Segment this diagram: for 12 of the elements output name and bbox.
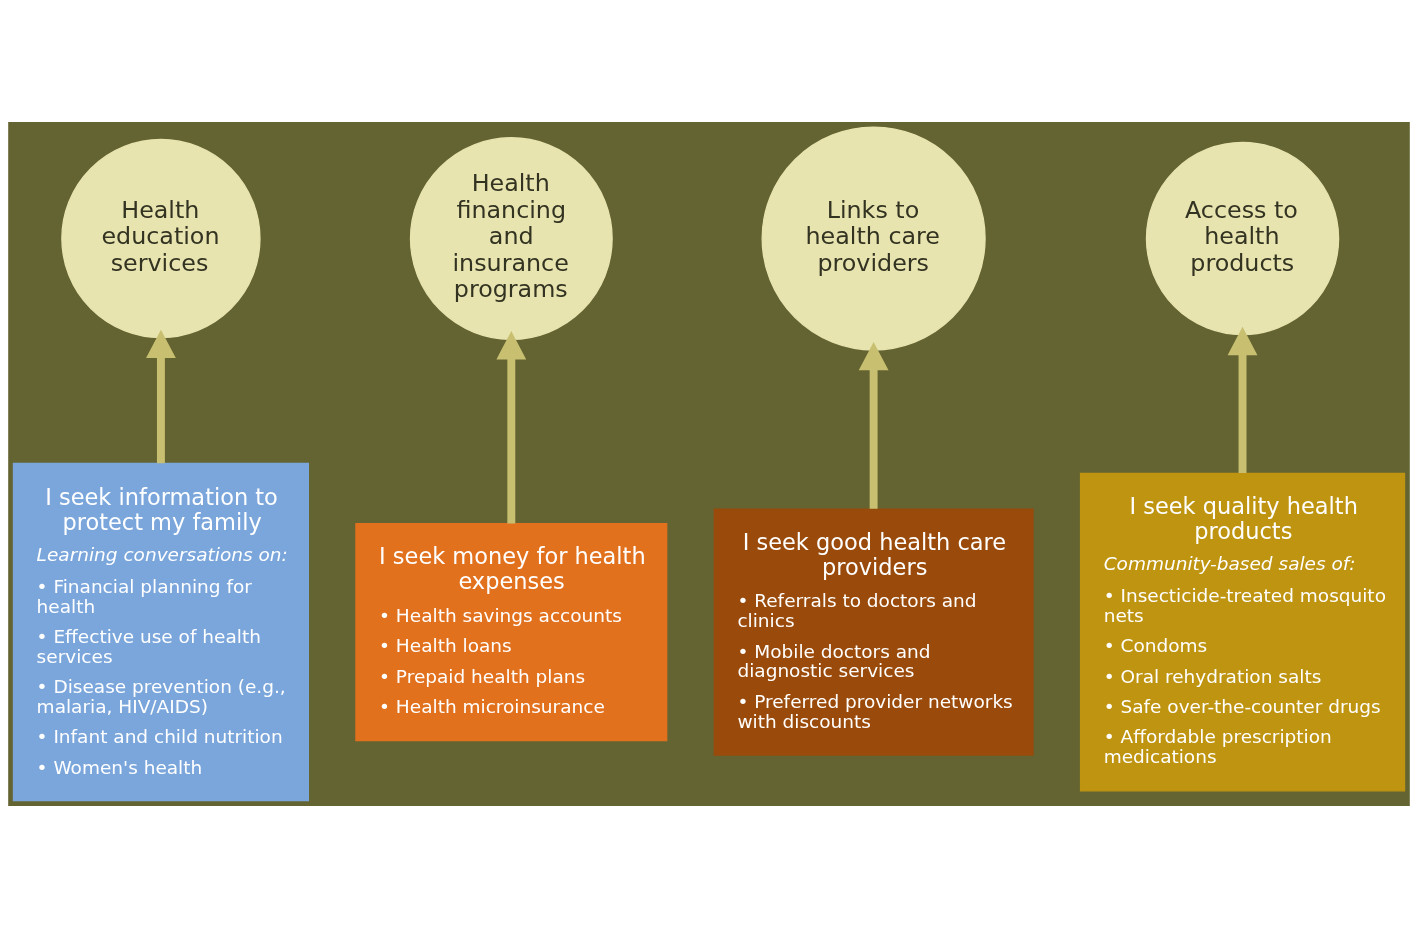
node-circle: Health education services	[61, 138, 261, 338]
node-box: I seek information to protect my family Learning conversations on: • Financial planning for health • Effective use of health services • Disease prevention (e.g., malaria, HIV/AIDS) • Infant and child nutrition • Women's health	[12, 462, 309, 801]
arrow	[146, 329, 176, 463]
node-box: I seek money for health expenses • Health savings accounts • Health loans • Prepaid health plans • Health microinsurance	[355, 522, 668, 741]
arrow	[1227, 326, 1258, 473]
node-circle: Access to health products	[1145, 141, 1340, 335]
node-box: I seek good health care providers • Referrals to doctors and clinics • Mobile doctors and diagnostic services • Preferred provider networks with discounts	[713, 508, 1034, 756]
node-box: I seek quality health products Community-based sales of: • Insecticide-treated mosquito nets • Condoms • Oral rehydration salts • Safe over-the-counter drugs • Affordable prescription medications	[1079, 472, 1406, 791]
arrow	[496, 330, 527, 523]
arrow	[858, 341, 889, 509]
node-circle: Links to health care providers	[761, 125, 986, 351]
node-circle: Health financing and insurance programs	[409, 136, 613, 340]
